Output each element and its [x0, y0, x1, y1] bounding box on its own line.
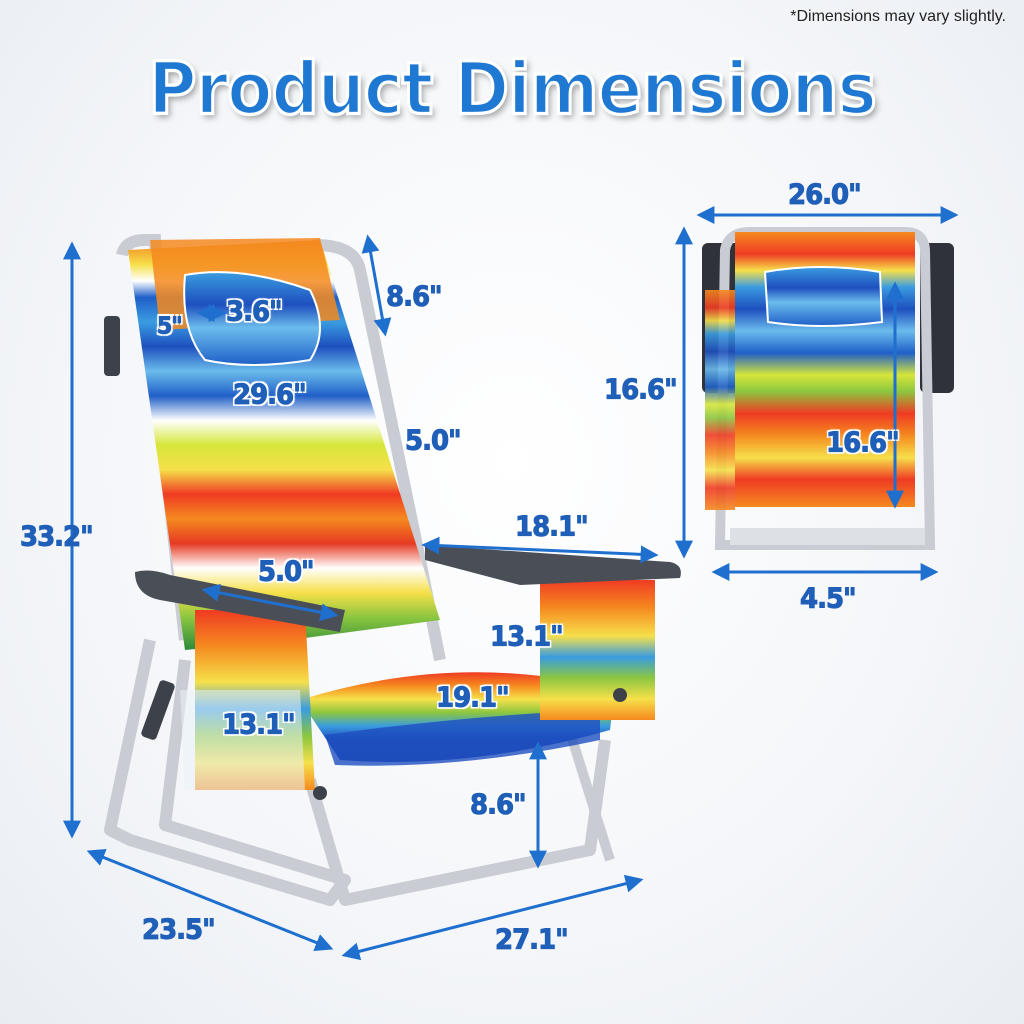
arrow-armrest-width [201, 583, 339, 622]
backrest-frame-right [314, 239, 446, 662]
page-title: Product Dimensions [147, 44, 879, 132]
folded-side-fabric [705, 290, 735, 510]
folded-chair [702, 227, 954, 550]
label-backrest-width: 29.6" [233, 379, 308, 412]
arrow-armrest-length [421, 536, 659, 564]
folded-base-bar [730, 528, 925, 545]
label-pocket-height: 13.1" [222, 709, 297, 742]
disclaimer-note: *Dimensions may vary slightly. [790, 8, 1006, 25]
recline-hinge-left [104, 316, 120, 376]
label-total-height: 33.2" [20, 521, 95, 554]
label-armrest-height: 13.1" [490, 621, 565, 654]
dimension-arrows [63, 206, 959, 961]
label-folded-thickness: 4.5" [800, 583, 858, 616]
label-armrest-width: 5.0" [258, 556, 316, 589]
main-chair [104, 234, 681, 906]
label-pillow-width: 3.6" [226, 296, 284, 329]
arrow-base-depth [86, 848, 334, 952]
label-seat-width: 19.1" [436, 682, 511, 715]
arrow-base-width [341, 874, 644, 961]
leg-hinge-left [141, 680, 175, 740]
label-folded-height-inner: 16.6" [826, 427, 901, 460]
label-folded-width: 26.0" [788, 179, 863, 212]
frame-knob-left [313, 786, 327, 800]
frame-knob-right [613, 688, 627, 702]
right-side-pocket [540, 580, 655, 720]
cupholder-mesh [180, 690, 305, 790]
label-base-depth: 23.5" [142, 914, 217, 947]
label-headrest-height: 8.6" [386, 281, 444, 314]
label-backrest-gap: 5.0" [405, 425, 463, 458]
label-armrest-length: 18.1" [515, 511, 590, 544]
label-pillow-depth: 5" [157, 313, 184, 340]
arrow-headrest-height [361, 234, 392, 337]
label-base-width: 27.1" [495, 924, 570, 957]
headrest-pillow [183, 271, 321, 366]
label-folded-height-outer: 16.6" [604, 374, 679, 407]
label-seat-height: 8.6" [470, 789, 528, 822]
folded-pillow [763, 266, 884, 327]
